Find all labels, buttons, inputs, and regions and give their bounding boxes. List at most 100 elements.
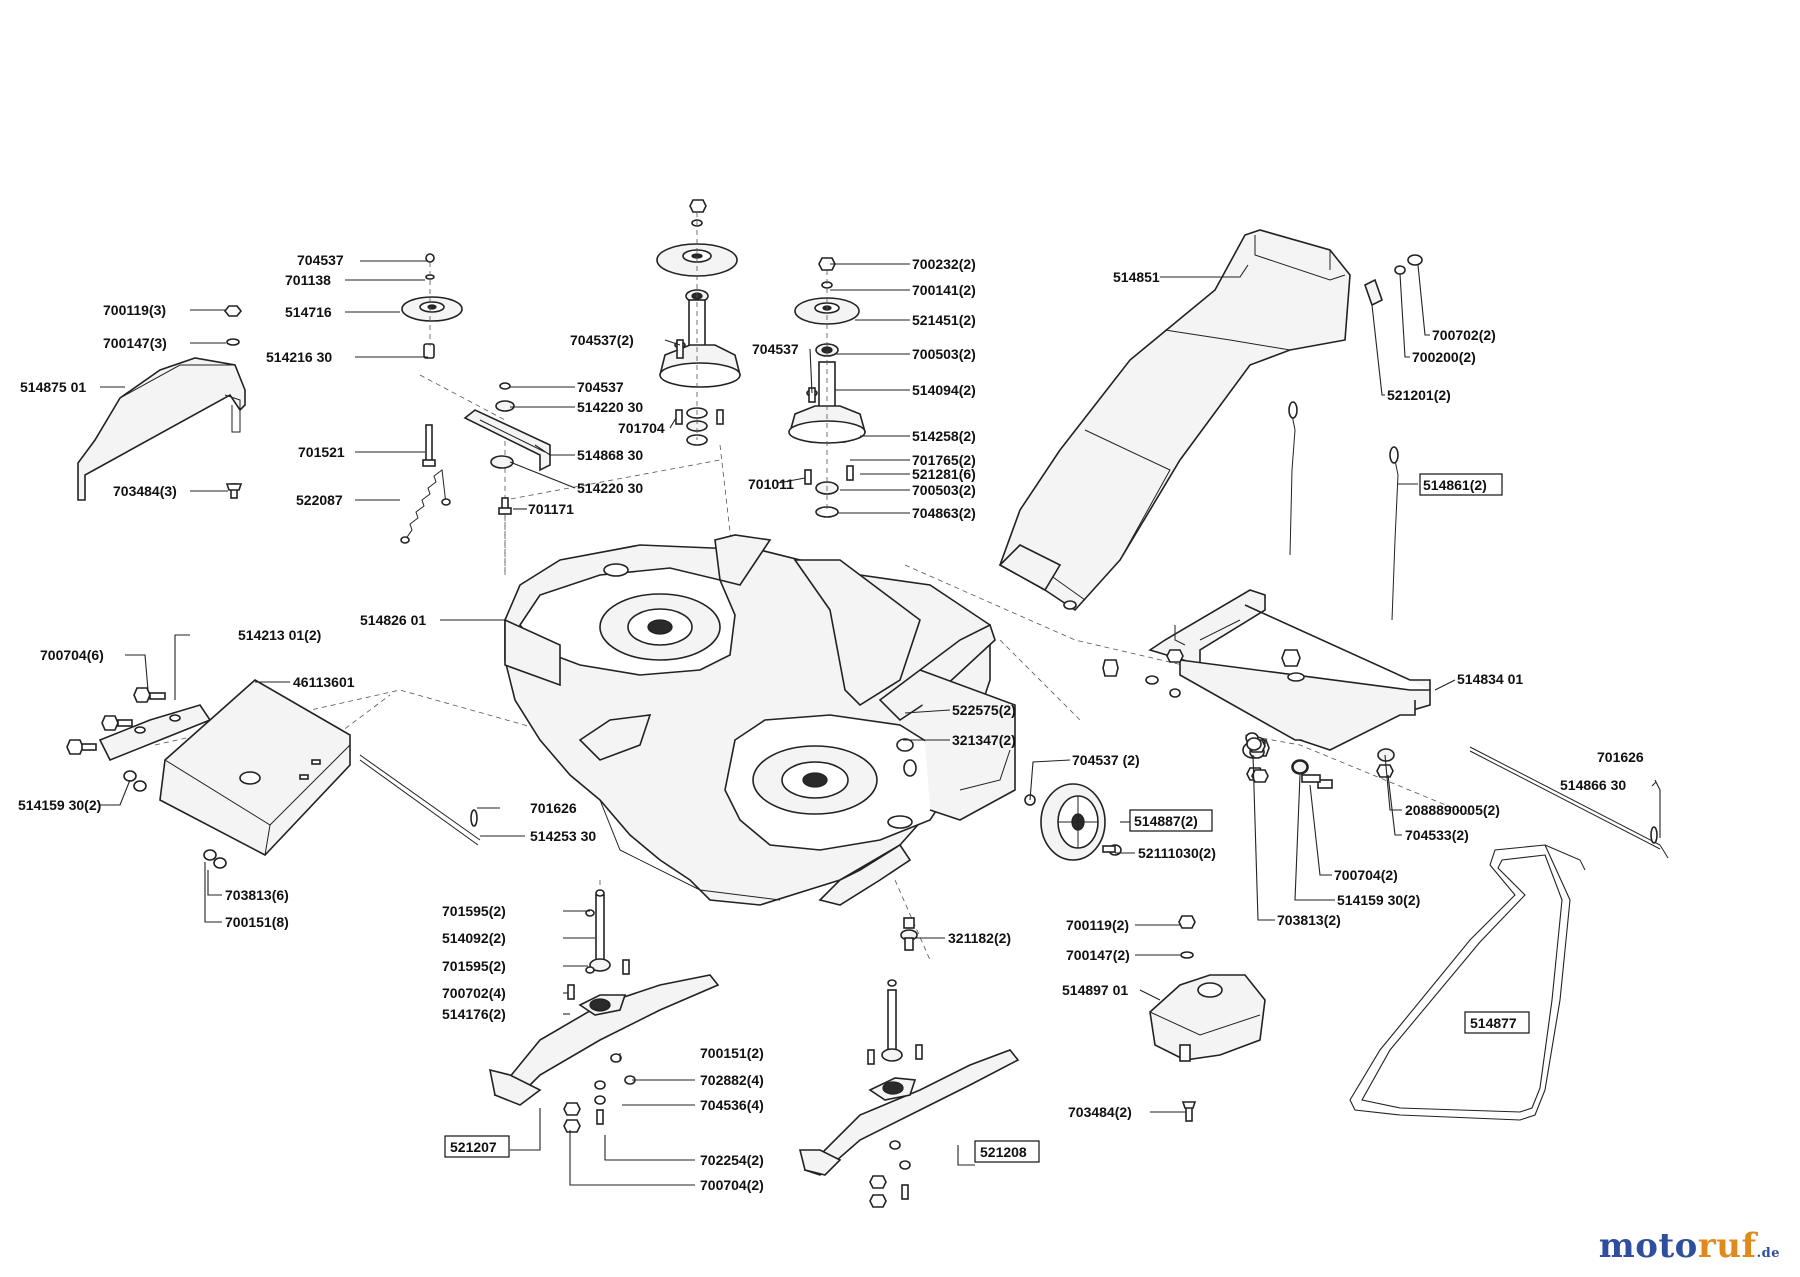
label-2088890005-2: 2088890005(2) bbox=[1405, 802, 1500, 818]
watermark-part-1: moto bbox=[1598, 1226, 1698, 1266]
label-46113601: 46113601 bbox=[293, 674, 355, 690]
label-521281-6: 521281(6) bbox=[912, 466, 976, 482]
label-703484-2: 703484(2) bbox=[1068, 1104, 1132, 1120]
label-521451-2: 521451(2) bbox=[912, 312, 976, 328]
label-700151-8: 700151(8) bbox=[225, 914, 289, 930]
belt-guard-cover bbox=[77, 357, 246, 501]
label-522575-2: 522575(2) bbox=[952, 702, 1016, 718]
label-700200-2: 700200(2) bbox=[1412, 349, 1476, 365]
label-700503-2-a: 700503(2) bbox=[912, 346, 976, 362]
label-514092-2: 514092(2) bbox=[442, 930, 506, 946]
label-700704-2-a: 700704(2) bbox=[1334, 867, 1398, 883]
nut-part bbox=[425, 253, 435, 263]
label-704533-2: 704533(2) bbox=[1405, 827, 1469, 843]
grass-chute bbox=[998, 229, 1351, 612]
label-522087: 522087 bbox=[296, 492, 343, 508]
rear-frame bbox=[1102, 589, 1431, 757]
threaded-stud bbox=[900, 917, 918, 951]
label-700702-2-a: 700702(2) bbox=[1432, 327, 1496, 343]
v-belt bbox=[1349, 844, 1586, 1121]
label-701704: 701704 bbox=[618, 420, 665, 436]
chute-bracket bbox=[1364, 254, 1423, 307]
label-321347-2: 321347(2) bbox=[952, 732, 1016, 748]
label-514159-30-2-b: 514159 30(2) bbox=[1337, 892, 1420, 908]
label-701595-2-b: 701595(2) bbox=[442, 958, 506, 974]
label-700141-2: 700141(2) bbox=[912, 282, 976, 298]
label-701011: 701011 bbox=[748, 476, 794, 492]
label-514851: 514851 bbox=[1113, 269, 1160, 285]
label-514861-2: 514861(2) bbox=[1423, 477, 1487, 493]
label-514159-30-2-a: 514159 30(2) bbox=[18, 797, 101, 813]
label-700704-2-b: 700704(2) bbox=[700, 1177, 764, 1193]
label-704537-2: 704537(2) bbox=[570, 332, 634, 348]
left-bracket bbox=[66, 679, 351, 869]
label-704537-2-b: 704537 (2) bbox=[1072, 752, 1140, 768]
label-514094-2: 514094(2) bbox=[912, 382, 976, 398]
label-703484-3: 703484(3) bbox=[113, 483, 177, 499]
label-701171: 701171 bbox=[528, 501, 574, 517]
rod-514253 bbox=[359, 754, 481, 846]
label-514220-30-b: 514220 30 bbox=[577, 480, 643, 496]
label-703813-6: 703813(6) bbox=[225, 887, 289, 903]
label-701595-2-a: 701595(2) bbox=[442, 903, 506, 919]
label-702254-2: 702254(2) bbox=[700, 1152, 764, 1168]
label-514213-01-2: 514213 01(2) bbox=[238, 627, 321, 643]
label-514875-01: 514875 01 bbox=[20, 379, 86, 395]
label-514216-30: 514216 30 bbox=[266, 349, 332, 365]
label-701626-a: 701626 bbox=[530, 800, 577, 816]
label-321182-2: 321182(2) bbox=[948, 930, 1011, 946]
label-514834-01: 514834 01 bbox=[1457, 671, 1523, 687]
spring-522087 bbox=[400, 469, 451, 544]
frame-fasteners bbox=[1242, 732, 1395, 789]
label-704536-4: 704536(4) bbox=[700, 1097, 764, 1113]
label-521201-2: 521201(2) bbox=[1387, 387, 1451, 403]
label-704537-a: 704537 bbox=[297, 252, 344, 268]
label-514887-2: 514887(2) bbox=[1134, 813, 1198, 829]
label-514897-01: 514897 01 bbox=[1062, 982, 1128, 998]
left-pulley-assembly bbox=[401, 253, 463, 359]
rod-514866 bbox=[1469, 746, 1669, 859]
label-700119-3: 700119(3) bbox=[103, 302, 166, 318]
label-514866-30: 514866 30 bbox=[1560, 777, 1626, 793]
left-fasteners bbox=[223, 305, 243, 499]
label-700119-2: 700119(2) bbox=[1066, 917, 1129, 933]
label-700704-6: 700704(6) bbox=[40, 647, 104, 663]
deck-wheel bbox=[896, 738, 1122, 861]
label-704537-c: 704537 bbox=[752, 341, 799, 357]
label-521208: 521208 bbox=[980, 1144, 1027, 1160]
label-521207: 521207 bbox=[450, 1139, 497, 1155]
label-514716: 514716 bbox=[285, 304, 332, 320]
right-spindle-stack bbox=[788, 257, 866, 518]
label-514220-30-a: 514220 30 bbox=[577, 399, 643, 415]
label-514176-2: 514176(2) bbox=[442, 1006, 506, 1022]
label-702882-4: 702882(4) bbox=[700, 1072, 764, 1088]
watermark-part-2: ruf bbox=[1697, 1226, 1757, 1266]
label-frames bbox=[444, 473, 1530, 1163]
label-514826-01: 514826 01 bbox=[360, 612, 426, 628]
watermark-logo: motoruf.de bbox=[1599, 1226, 1780, 1266]
label-514258-2: 514258(2) bbox=[912, 428, 976, 444]
right-spindle-blade bbox=[798, 979, 1020, 1208]
label-700147-2: 700147(2) bbox=[1066, 947, 1130, 963]
label-52111030-2: 52111030(2) bbox=[1138, 845, 1216, 861]
label-514877: 514877 bbox=[1470, 1015, 1517, 1031]
bolt-701521 bbox=[422, 424, 436, 467]
label-701138: 701138 bbox=[285, 272, 331, 288]
label-701521: 701521 bbox=[298, 444, 345, 460]
right-belt-cover bbox=[1149, 915, 1266, 1122]
label-704863-2: 704863(2) bbox=[912, 505, 976, 521]
label-514253-30: 514253 30 bbox=[530, 828, 596, 844]
label-701765-2: 701765(2) bbox=[912, 452, 976, 468]
bolt-701171 bbox=[498, 497, 512, 515]
mower-deck bbox=[504, 534, 1016, 906]
label-700151-2: 700151(2) bbox=[700, 1045, 764, 1061]
label-700702-4: 700702(4) bbox=[442, 985, 506, 1001]
label-704537-b: 704537 bbox=[577, 379, 624, 395]
label-514868-30: 514868 30 bbox=[577, 447, 643, 463]
left-spindle-stack bbox=[656, 199, 741, 446]
left-spindle-blade bbox=[488, 889, 720, 1133]
label-703813-2: 703813(2) bbox=[1277, 912, 1341, 928]
label-700147-3: 700147(3) bbox=[103, 335, 167, 351]
